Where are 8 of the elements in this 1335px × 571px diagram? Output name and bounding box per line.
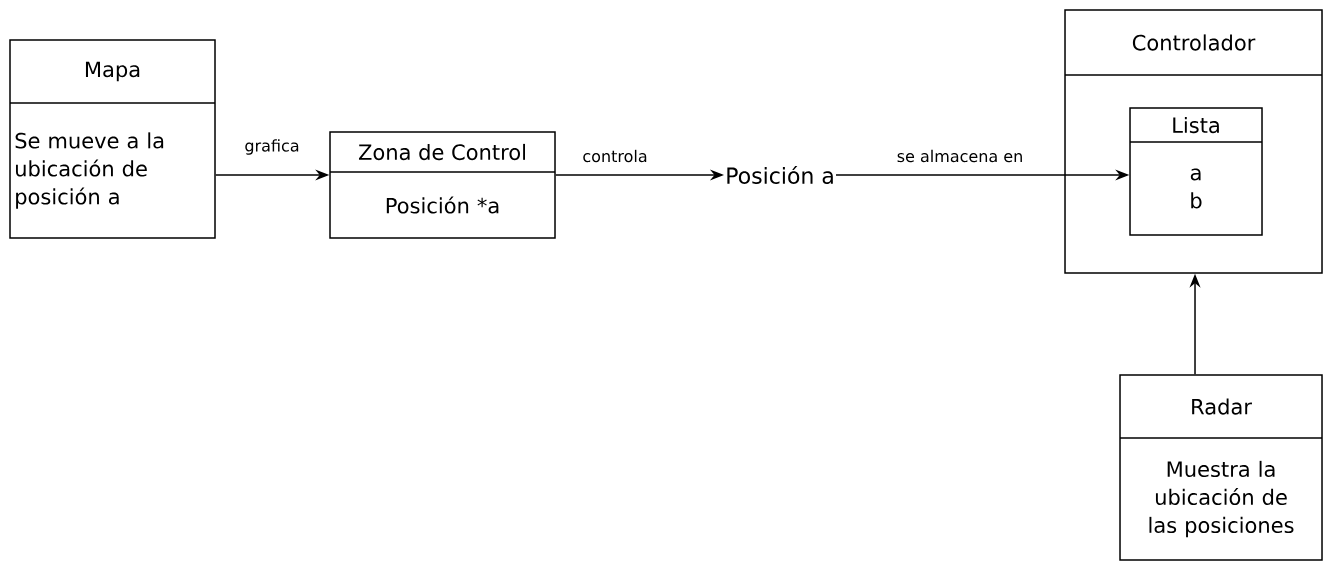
edge-label: grafica xyxy=(243,138,301,156)
edge-label: controla xyxy=(581,148,649,164)
class-box: Lista a b xyxy=(1129,107,1263,236)
text-label: Posición a xyxy=(727,166,833,184)
class-box: Radar Muestra la ubicación de las posiciones xyxy=(1119,374,1323,561)
edge-label: se almacena en xyxy=(895,148,1025,164)
class-box: Mapa Se mueve a la ubicación de posición a xyxy=(9,39,216,239)
class-box: Zona de Control Posición *a xyxy=(329,131,556,239)
